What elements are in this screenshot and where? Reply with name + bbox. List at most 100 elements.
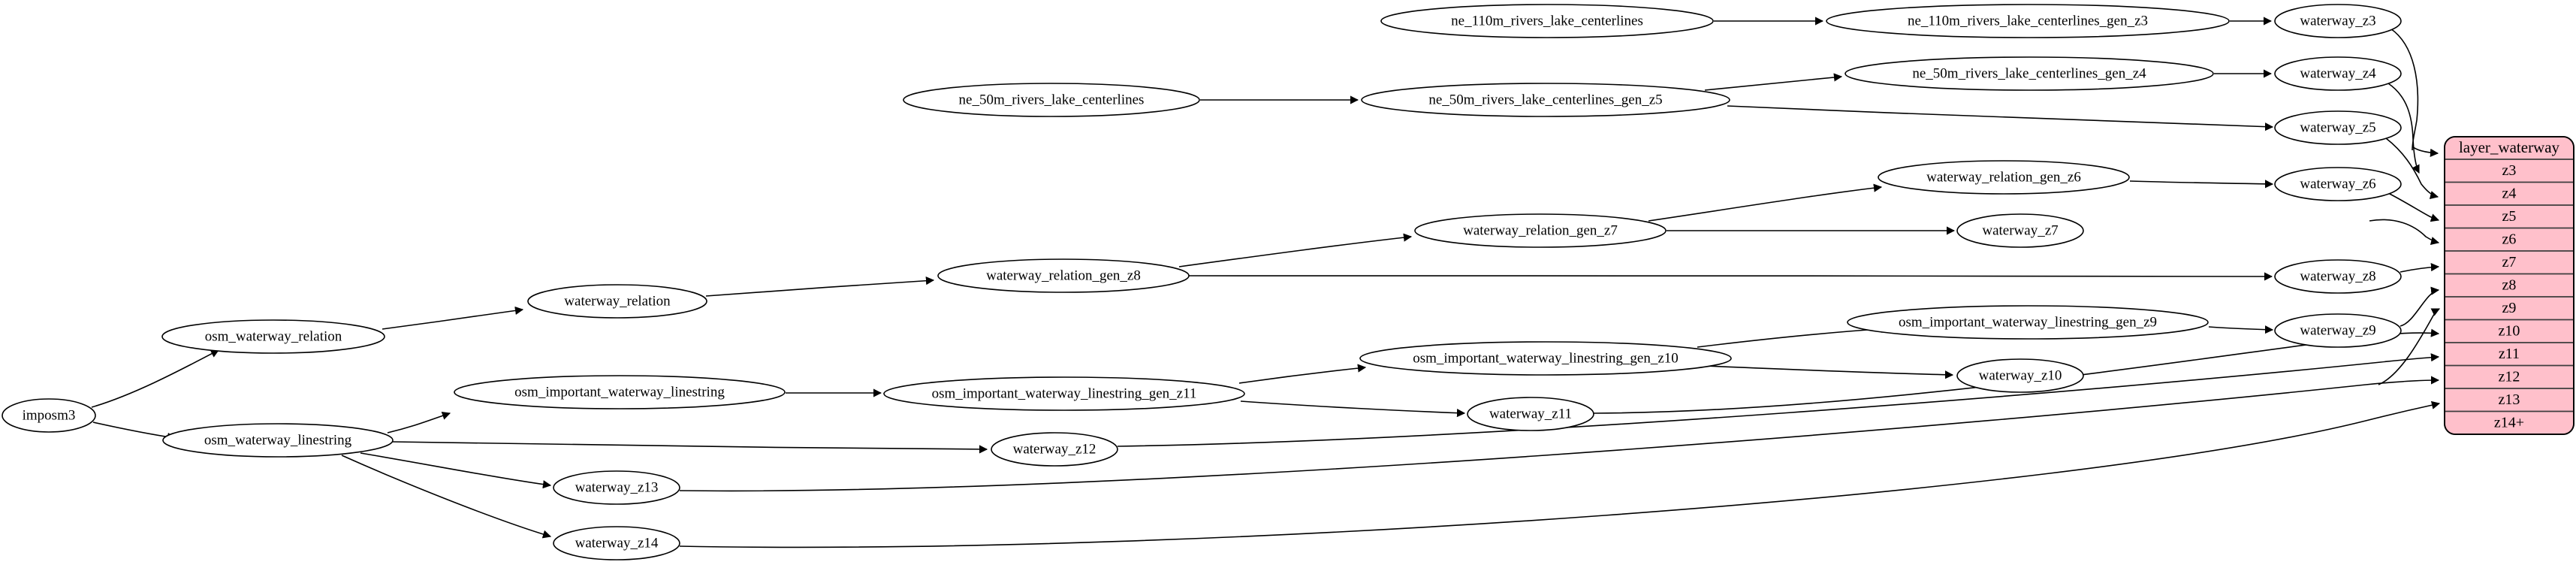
node-waterway_z3[interactable]: waterway_z3	[2274, 4, 2402, 38]
table-row-z6[interactable]: z6	[2445, 227, 2574, 248]
node-shape	[1380, 4, 1714, 38]
node-shape	[553, 526, 680, 560]
node-ne_110m_rivers_lake_centerlines[interactable]: ne_110m_rivers_lake_centerlines	[1380, 4, 1714, 38]
table-row-label: z4	[2502, 185, 2517, 201]
edge-waterway_z3_tail-to-table_z3	[2412, 146, 2439, 157]
node-shape	[527, 284, 707, 319]
table-row-z11[interactable]: z11	[2445, 342, 2574, 362]
edge-waterway_z11-to-table_z11	[1593, 328, 2440, 414]
node-shape	[2274, 110, 2402, 145]
node-osm_waterway_relation[interactable]: osm_waterway_relation	[161, 319, 385, 354]
node-shape	[1361, 83, 1730, 117]
node-shape	[553, 470, 680, 505]
node-shape	[161, 319, 385, 354]
node-waterway_z14[interactable]: waterway_z14	[553, 526, 680, 560]
table-row-label: z9	[2502, 300, 2517, 316]
edge-osm_important_waterway_linestring_gen_z10-to-osm_important_waterway_linestring_gen_z9	[1697, 325, 1890, 348]
edge-imposm3-to-osm_waterway_relation	[91, 349, 219, 408]
node-shape	[1845, 56, 2214, 91]
node-shape	[1826, 4, 2230, 38]
edge-osm_important_waterway_linestring_gen_z9-to-waterway_z9	[2208, 325, 2274, 334]
node-shape	[1359, 341, 1732, 376]
node-waterway_z9[interactable]: waterway_z9	[2274, 313, 2402, 348]
edge-waterway_z4-to-table_z4	[2387, 83, 2420, 174]
table-row-label: z7	[2502, 254, 2517, 270]
node-waterway_z12[interactable]: waterway_z12	[991, 432, 1118, 467]
node-ne_110m_rivers_lake_centerlines_gen_z3[interactable]: ne_110m_rivers_lake_centerlines_gen_z3	[1826, 4, 2230, 38]
node-shape	[991, 432, 1118, 467]
node-osm_waterway_linestring[interactable]: osm_waterway_linestring	[162, 423, 394, 458]
node-ne_50m_rivers_lake_centerlines_gen_z4[interactable]: ne_50m_rivers_lake_centerlines_gen_z4	[1845, 56, 2214, 91]
node-osm_important_waterway_linestring_gen_z10[interactable]: osm_important_waterway_linestring_gen_z1…	[1359, 341, 1732, 376]
node-shape	[2274, 4, 2402, 38]
node-ne_50m_rivers_lake_centerlines_gen_z5[interactable]: ne_50m_rivers_lake_centerlines_gen_z5	[1361, 83, 1730, 117]
table-row-label: z5	[2502, 208, 2517, 225]
node-waterway_z8[interactable]: waterway_z8	[2274, 259, 2402, 294]
node-waterway_relation_gen_z6[interactable]: waterway_relation_gen_z6	[1878, 160, 2130, 195]
edge-waterway_z5-to-table_z5	[2385, 137, 2439, 199]
edge-ne_50m_rivers_lake_centerlines_gen_z5-to-ne_50m_rivers_lake_centerlines_gen_z4	[1704, 73, 1843, 91]
node-shape	[2274, 313, 2402, 348]
edge-ne_50m_rivers_lake_centerlines_gen_z5-to-waterway_z5	[1727, 105, 2274, 131]
edge-imposm3-to-osm_waterway_linestring	[92, 421, 176, 442]
node-shape	[2274, 259, 2402, 294]
node-ne_50m_rivers_lake_centerlines[interactable]: ne_50m_rivers_lake_centerlines	[903, 83, 1200, 117]
table-row-label: z13	[2499, 391, 2520, 408]
edge-waterway_z8-to-table_z8	[2400, 263, 2440, 273]
edge-osm_important_waterway_linestring_gen_z11-to-osm_important_waterway_linestring_gen_z10	[1238, 364, 1367, 384]
table-row-z10[interactable]: z10	[2445, 319, 2574, 340]
table-row-z13[interactable]: z13	[2445, 388, 2574, 408]
node-shape	[1956, 213, 2084, 248]
edge-waterway_relation_gen_z6-to-waterway_z6	[2129, 180, 2274, 189]
node-shape	[1956, 358, 2084, 393]
node-waterway_z6[interactable]: waterway_z6	[2274, 167, 2402, 201]
node-waterway_relation_gen_z7[interactable]: waterway_relation_gen_z7	[1414, 213, 1667, 248]
table-row-z12[interactable]: z12	[2445, 364, 2574, 385]
node-shape	[883, 376, 1245, 411]
node-shape	[937, 258, 1190, 293]
table-row-z14plus[interactable]: z14+	[2445, 410, 2574, 431]
table-row-z8[interactable]: z8	[2445, 273, 2574, 294]
edge-waterway_z7-to-table_z7	[2369, 219, 2440, 245]
table-row-label: z12	[2499, 368, 2520, 385]
node-waterway_z10[interactable]: waterway_z10	[1956, 358, 2084, 393]
edge-osm_waterway_linestring-to-osm_important_waterway_linestring	[387, 411, 451, 434]
table-title: layer_waterway	[2459, 138, 2560, 156]
table-outline	[2444, 136, 2574, 435]
node-waterway_relation_gen_z8[interactable]: waterway_relation_gen_z8	[937, 258, 1190, 293]
node-osm_important_waterway_linestring_gen_z11[interactable]: osm_important_waterway_linestring_gen_z1…	[883, 376, 1245, 411]
node-waterway_z4[interactable]: waterway_z4	[2274, 56, 2402, 91]
table-row-label: z11	[2499, 346, 2520, 362]
node-osm_important_waterway_linestring[interactable]: osm_important_waterway_linestring	[454, 375, 786, 409]
edge-waterway_relation_gen_z7-to-waterway_relation_gen_z6	[1648, 183, 1883, 222]
edge-osm_waterway_relation-to-waterway_relation	[382, 306, 524, 330]
node-shape	[1467, 397, 1594, 431]
table-row-z7[interactable]: z7	[2445, 250, 2574, 270]
table-row-label: z8	[2502, 276, 2517, 293]
edges-layer	[91, 17, 2441, 548]
edge-waterway_z10-to-table_z10	[2378, 308, 2441, 385]
node-shape	[162, 423, 394, 458]
node-waterway_z5[interactable]: waterway_z5	[2274, 110, 2402, 145]
node-waterway_z11[interactable]: waterway_z11	[1467, 397, 1594, 431]
node-imposm3[interactable]: imposm3	[2, 398, 96, 433]
node-waterway_z7[interactable]: waterway_z7	[1956, 213, 2084, 248]
edge-waterway_z12-to-table_z12	[1117, 353, 2440, 447]
node-shape	[2274, 56, 2402, 91]
table-row-z4[interactable]: z4	[2445, 181, 2574, 202]
node-waterway_relation[interactable]: waterway_relation	[527, 284, 707, 319]
edge-waterway_z9-to-table_z9	[2400, 286, 2440, 327]
table-row-label: z6	[2502, 231, 2517, 247]
node-shape	[454, 375, 786, 409]
table-row-z9[interactable]: z9	[2445, 296, 2574, 316]
node-shape	[1878, 160, 2130, 195]
table-row-z5[interactable]: z5	[2445, 204, 2574, 225]
table-row-z3[interactable]: z3	[2445, 159, 2574, 179]
layer-waterway-table: layer_waterway z3 z4 z5 z6 z7 z8 z9 z10 z11 z12 z13…	[2444, 136, 2574, 435]
node-waterway_z13[interactable]: waterway_z13	[553, 470, 680, 505]
edge-osm_important_waterway_linestring_gen_z10-to-waterway_z10	[1704, 365, 1954, 379]
table-row-label: z14+	[2494, 414, 2524, 431]
node-osm_important_waterway_linestring_gen_z9[interactable]: osm_important_waterway_linestring_gen_z9	[1847, 305, 2209, 340]
